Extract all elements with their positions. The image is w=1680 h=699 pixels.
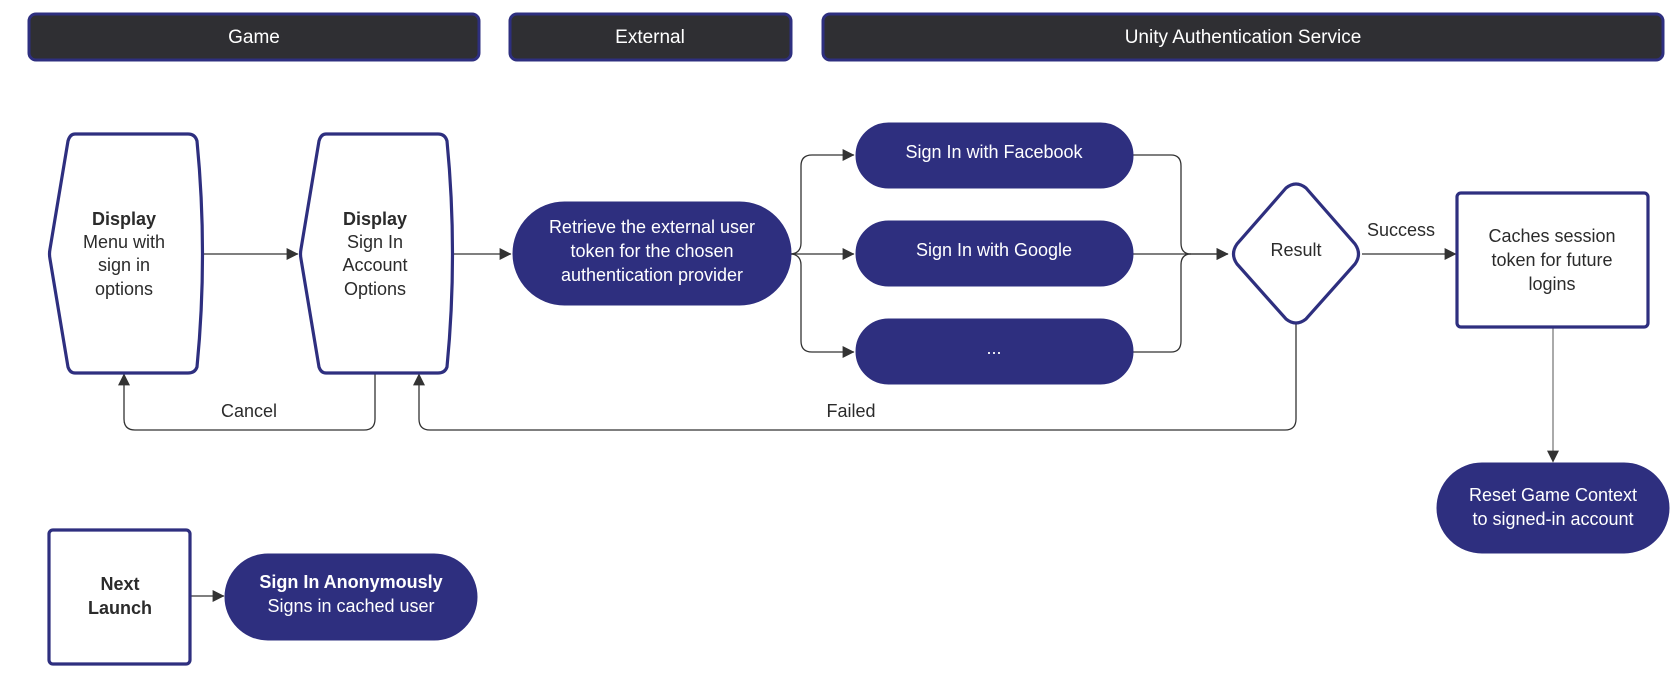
node-signin-other-label: ...: [986, 338, 1001, 358]
node-display-signin-line1: Display: [343, 209, 407, 229]
node-caches-session-line1: Caches session: [1488, 226, 1615, 246]
edge-retrieve-to-facebook: [789, 149, 855, 255]
node-signin-google-label: Sign In with Google: [916, 240, 1072, 260]
node-result-decision[interactable]: Result: [1231, 182, 1361, 325]
node-signin-anonymous-line2: Signs in cached user: [267, 596, 434, 616]
node-next-launch[interactable]: Next Launch: [47, 528, 192, 666]
node-signin-other[interactable]: ...: [855, 318, 1134, 385]
node-display-menu-line1: Display: [92, 209, 156, 229]
lane-header-external: External: [508, 12, 793, 62]
node-display-menu-line4: options: [95, 279, 153, 299]
lane-title-external: External: [615, 27, 685, 48]
node-signin-anonymous-line1: Sign In Anonymously: [259, 572, 442, 592]
edge-label-cancel: Cancel: [221, 401, 277, 421]
lane-title-unity: Unity Authentication Service: [1125, 27, 1362, 48]
edge-label-success: Success: [1367, 220, 1435, 240]
node-display-signin-line2: Sign In: [347, 232, 403, 252]
node-signin-anonymous[interactable]: Sign In Anonymously Signs in cached user: [224, 553, 478, 641]
edge-label-failed: Failed: [826, 401, 875, 421]
edge-facebook-to-result: [1133, 154, 1229, 260]
node-signin-facebook-label: Sign In with Facebook: [905, 142, 1083, 162]
node-display-signin-line3: Account: [342, 255, 407, 275]
node-display-menu-line3: sign in: [98, 255, 150, 275]
node-display-signin-line4: Options: [344, 279, 406, 299]
node-signin-facebook[interactable]: Sign In with Facebook: [855, 122, 1134, 189]
node-reset-context-line1: Reset Game Context: [1469, 485, 1637, 505]
node-display-menu[interactable]: Display Menu with sign in options: [47, 132, 205, 375]
node-caches-session-line3: logins: [1528, 274, 1575, 294]
edge-other-to-result: [1133, 253, 1192, 353]
node-result-label: Result: [1270, 240, 1321, 260]
node-next-launch-line2: Launch: [88, 598, 152, 618]
edges: [118, 149, 1559, 602]
node-reset-context[interactable]: Reset Game Context to signed-in account: [1436, 462, 1670, 554]
node-caches-session[interactable]: Caches session token for future logins: [1455, 191, 1650, 329]
edge-retrieve-to-other: [789, 253, 855, 358]
node-retrieve-token-line3: authentication provider: [561, 265, 743, 285]
lane-title-game: Game: [228, 27, 280, 48]
node-reset-context-line2: to signed-in account: [1472, 509, 1633, 529]
edge-signin-cancel: [118, 373, 376, 431]
node-retrieve-token[interactable]: Retrieve the external user token for the…: [512, 201, 792, 306]
node-retrieve-token-line1: Retrieve the external user: [549, 217, 755, 237]
node-caches-session-line2: token for future: [1491, 250, 1612, 270]
lane-header-game: Game: [27, 12, 481, 62]
node-display-signin[interactable]: Display Sign In Account Options: [298, 132, 455, 375]
lane-header-unity: Unity Authentication Service: [821, 12, 1665, 62]
node-retrieve-token-line2: token for the chosen: [570, 241, 733, 261]
edge-result-failed: [413, 324, 1297, 431]
node-display-menu-line2: Menu with: [83, 232, 165, 252]
node-next-launch-line1: Next: [100, 574, 139, 594]
node-signin-google[interactable]: Sign In with Google: [855, 220, 1134, 287]
